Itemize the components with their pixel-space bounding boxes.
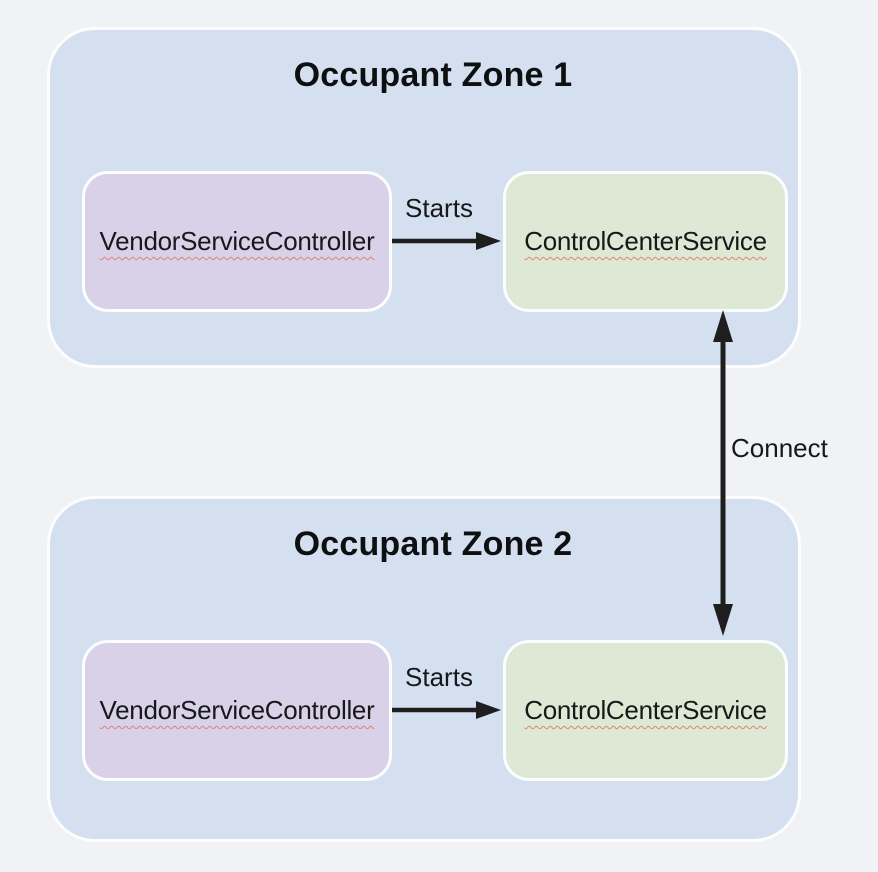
control-center-service-label-2: ControlCenterService [524, 695, 767, 725]
connect-arrow-icon [713, 310, 733, 636]
occupant-zone-2: Occupant Zone 2 VendorServiceController … [47, 496, 801, 842]
connect-edge-label: Connect [731, 433, 828, 463]
control-center-service-node-1: ControlCenterService [503, 171, 788, 312]
zone-2-title: Occupant Zone 2 [293, 525, 573, 563]
starts-arrow-icon-2 [392, 701, 501, 719]
starts-edge-label-2: Starts [405, 662, 473, 692]
control-center-service-label-1: ControlCenterService [524, 226, 767, 256]
vendor-service-controller-label-2: VendorServiceController [99, 695, 375, 725]
occupant-zone-1: Occupant Zone 1 VendorServiceController … [47, 27, 801, 368]
vendor-service-controller-node-2: VendorServiceController [82, 640, 392, 781]
vendor-service-controller-node-1: VendorServiceController [82, 171, 392, 312]
zone-1-title: Occupant Zone 1 [293, 56, 573, 94]
starts-edge-label-1: Starts [405, 193, 473, 223]
control-center-service-node-2: ControlCenterService [503, 640, 788, 781]
starts-arrow-icon-1 [392, 232, 501, 250]
vendor-service-controller-label-1: VendorServiceController [99, 226, 375, 256]
